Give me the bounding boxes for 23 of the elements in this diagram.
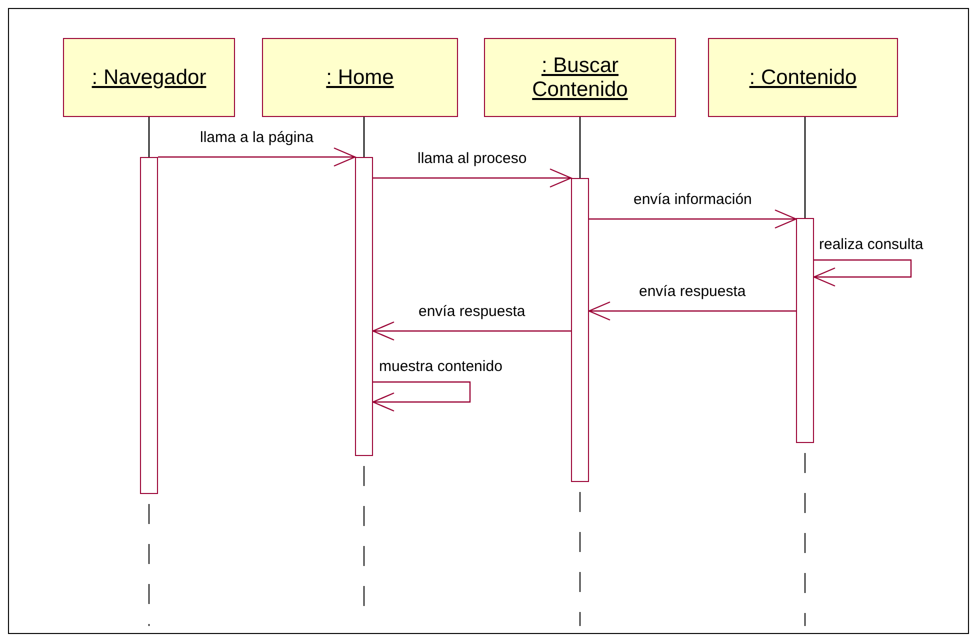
participant-box: : Buscar Contenido <box>484 38 676 117</box>
activation-bar <box>140 157 158 494</box>
participant-box: : Contenido <box>708 38 898 117</box>
message-arrow <box>588 301 796 321</box>
activation-bar <box>796 218 814 443</box>
message-label: llama a la página <box>199 129 314 146</box>
participant-box: : Navegador <box>63 38 235 117</box>
activation-bar <box>571 178 589 482</box>
lifeline <box>804 117 806 218</box>
message-arrow <box>589 209 797 229</box>
lifeline <box>363 117 365 157</box>
message-arrow <box>372 321 571 341</box>
message-arrow <box>373 168 572 188</box>
message-label: envía respuesta <box>638 283 747 300</box>
activation-bar <box>355 157 373 456</box>
message-arrow <box>813 259 912 287</box>
message-arrow <box>158 147 356 167</box>
message-label: envía respuesta <box>418 303 526 320</box>
message-arrow <box>372 381 471 412</box>
participant-box: : Home <box>262 38 458 117</box>
message-label: llama al proceso <box>416 150 528 167</box>
lifeline <box>579 117 581 178</box>
lifeline <box>148 117 150 157</box>
